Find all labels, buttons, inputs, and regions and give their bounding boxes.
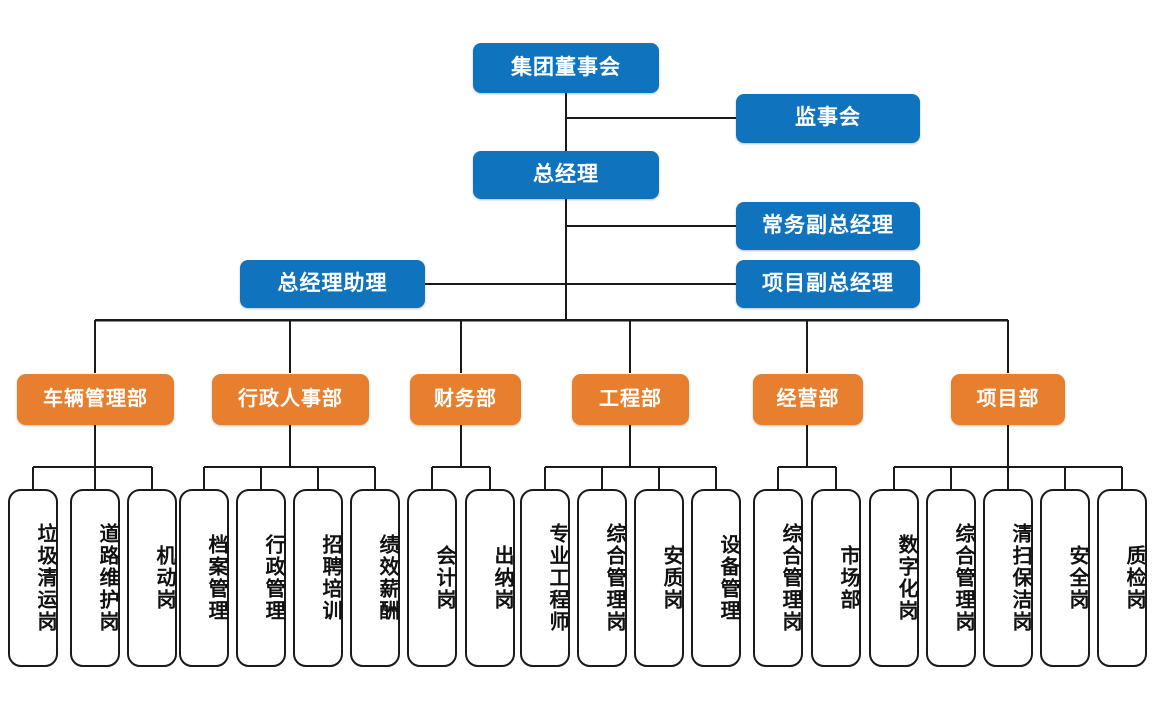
node-label: 安质岗 <box>660 545 682 611</box>
node-label: 道路维护岗 <box>96 523 118 633</box>
node-position-safety-quality[interactable]: 安质岗 <box>634 489 684 667</box>
node-position-equipment-management[interactable]: 设备管理 <box>691 489 741 667</box>
node-department-operations[interactable]: 经营部 <box>753 374 863 425</box>
node-label: 行政人事部 <box>238 388 343 410</box>
node-label: 常务副总经理 <box>762 213 894 237</box>
node-label: 清扫保洁岗 <box>1009 523 1031 633</box>
node-position-project-general-management[interactable]: 综合管理岗 <box>926 489 976 667</box>
node-position-accounting[interactable]: 会计岗 <box>407 489 457 667</box>
node-position-digitalization[interactable]: 数字化岗 <box>869 489 919 667</box>
node-position-waste-transport[interactable]: 垃圾清运岗 <box>8 489 58 667</box>
node-label: 招聘培训 <box>319 534 341 622</box>
node-gm-assistant[interactable]: 总经理助理 <box>240 260 425 308</box>
node-label: 综合管理岗 <box>952 523 974 633</box>
node-label: 项目部 <box>976 388 1040 410</box>
node-label: 集团董事会 <box>511 55 621 79</box>
node-label: 综合管理岗 <box>603 523 625 633</box>
node-label: 监事会 <box>795 106 861 130</box>
node-position-cleaning-sanitation[interactable]: 清扫保洁岗 <box>983 489 1033 667</box>
node-label: 出纳岗 <box>491 545 513 611</box>
node-label: 会计岗 <box>433 545 455 611</box>
node-label: 综合管理岗 <box>779 523 801 633</box>
node-label: 绩效薪酬 <box>376 534 398 622</box>
node-position-operations-general-management[interactable]: 综合管理岗 <box>753 489 803 667</box>
node-department-finance[interactable]: 财务部 <box>410 374 521 425</box>
node-label: 总经理 <box>533 162 599 186</box>
node-label: 经营部 <box>776 388 840 410</box>
node-label: 数字化岗 <box>895 534 917 622</box>
node-department-vehicle-management[interactable]: 车辆管理部 <box>17 374 174 425</box>
node-label: 设备管理 <box>717 534 739 622</box>
node-position-professional-engineer[interactable]: 专业工程师 <box>520 489 570 667</box>
node-position-safety[interactable]: 安全岗 <box>1040 489 1090 667</box>
node-label: 项目副总经理 <box>762 271 894 295</box>
node-position-engineering-general-management[interactable]: 综合管理岗 <box>577 489 627 667</box>
node-project-deputy-gm[interactable]: 项目副总经理 <box>736 260 920 308</box>
node-department-administration-hr[interactable]: 行政人事部 <box>212 374 369 425</box>
node-label: 总经理助理 <box>277 271 388 295</box>
node-label: 专业工程师 <box>546 523 568 633</box>
node-label: 档案管理 <box>205 534 227 622</box>
node-position-records-management[interactable]: 档案管理 <box>179 489 229 667</box>
node-position-cashier[interactable]: 出纳岗 <box>465 489 515 667</box>
node-supervisory-board[interactable]: 监事会 <box>736 94 920 143</box>
node-board-of-directors[interactable]: 集团董事会 <box>473 43 659 93</box>
node-department-engineering[interactable]: 工程部 <box>572 374 689 425</box>
node-position-performance-compensation[interactable]: 绩效薪酬 <box>350 489 400 667</box>
node-label: 财务部 <box>434 388 497 410</box>
node-label: 安全岗 <box>1066 545 1088 611</box>
node-position-road-maintenance[interactable]: 道路维护岗 <box>70 489 120 667</box>
node-position-marketing[interactable]: 市场部 <box>811 489 861 667</box>
node-position-recruitment-training[interactable]: 招聘培训 <box>293 489 343 667</box>
node-label: 车辆管理部 <box>43 388 148 410</box>
node-label: 质检岗 <box>1123 545 1145 611</box>
node-label: 工程部 <box>599 388 662 410</box>
node-label: 行政管理 <box>262 534 284 622</box>
node-position-flexible-duty[interactable]: 机动岗 <box>127 489 177 667</box>
node-position-administrative-management[interactable]: 行政管理 <box>236 489 286 667</box>
node-position-quality-inspection[interactable]: 质检岗 <box>1097 489 1147 667</box>
node-executive-deputy-gm[interactable]: 常务副总经理 <box>736 202 920 250</box>
node-general-manager[interactable]: 总经理 <box>473 151 659 199</box>
node-department-project[interactable]: 项目部 <box>951 374 1065 425</box>
node-label: 垃圾清运岗 <box>34 523 56 633</box>
node-label: 市场部 <box>837 545 859 611</box>
node-label: 机动岗 <box>153 545 175 611</box>
